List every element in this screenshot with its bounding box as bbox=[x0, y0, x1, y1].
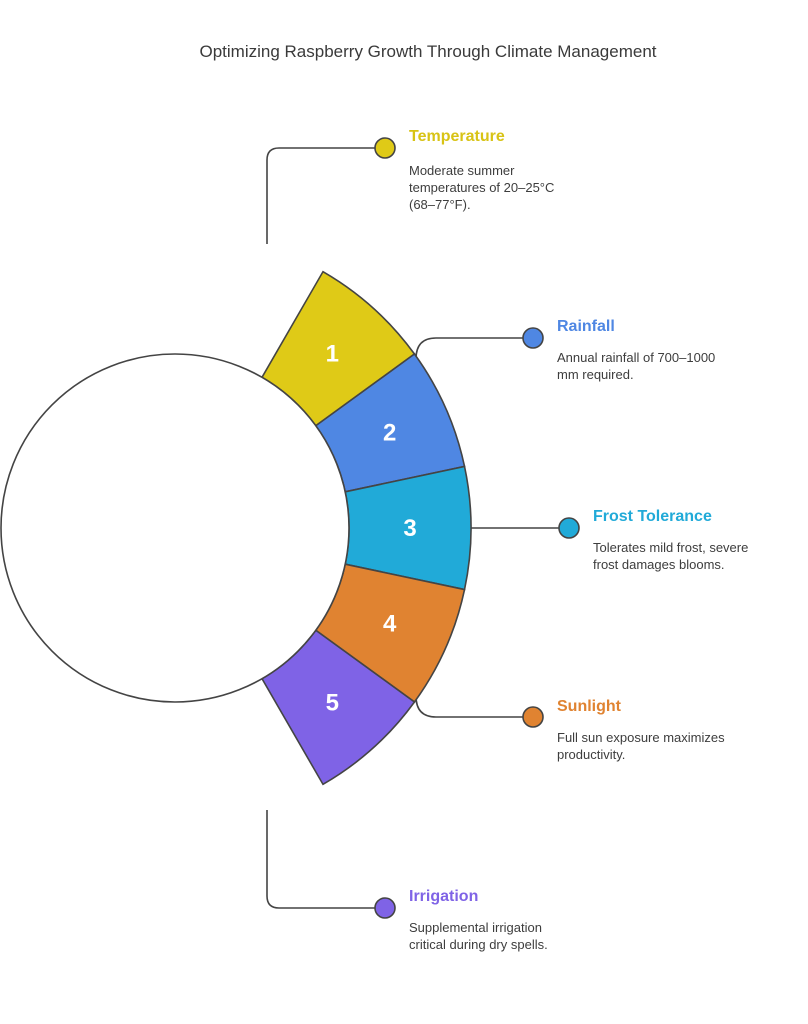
item-title-sunlight: Sunlight bbox=[557, 698, 621, 715]
connector-dot-3 bbox=[558, 517, 580, 539]
connector-line-2 bbox=[415, 337, 533, 360]
item-desc-sunlight: Full sun exposure maximizes productivity… bbox=[557, 730, 725, 762]
item-desc-frost-tolerance: Tolerates mild frost, severe frost damag… bbox=[593, 540, 749, 572]
diagram-title: Optimizing Raspberry Growth Through Clim… bbox=[199, 42, 657, 61]
item-desc-temperature: Moderate summer temperatures of 20–25°C … bbox=[409, 163, 555, 212]
item-title-rainfall: Rainfall bbox=[557, 318, 615, 335]
numbers-group: 1 2 3 4 5 bbox=[326, 340, 417, 716]
item-desc-rainfall: Annual rainfall of 700–1000 mm required. bbox=[557, 350, 716, 382]
connector-dot-5 bbox=[374, 897, 396, 919]
segment-number-3: 3 bbox=[403, 515, 416, 542]
segment-number-2: 2 bbox=[383, 419, 396, 446]
center-circle bbox=[0, 353, 350, 703]
connector-line-4 bbox=[415, 695, 533, 718]
item-title-temperature: Temperature bbox=[409, 128, 505, 145]
connector-dot-4 bbox=[522, 706, 544, 728]
segments-group bbox=[260, 270, 472, 786]
item-title-irrigation: Irrigation bbox=[409, 888, 479, 905]
segment-number-5: 5 bbox=[326, 690, 339, 717]
connector-line-1 bbox=[266, 147, 385, 244]
connector-dot-2 bbox=[522, 327, 544, 349]
dots-group bbox=[374, 137, 580, 919]
item-desc-irrigation: Supplemental irrigation critical during … bbox=[409, 920, 548, 952]
segment-number-4: 4 bbox=[383, 611, 397, 638]
item-title-frost-tolerance: Frost Tolerance bbox=[593, 508, 712, 525]
connector-dot-1 bbox=[374, 137, 396, 159]
connector-line-5 bbox=[266, 810, 385, 909]
segment-number-1: 1 bbox=[326, 340, 339, 367]
